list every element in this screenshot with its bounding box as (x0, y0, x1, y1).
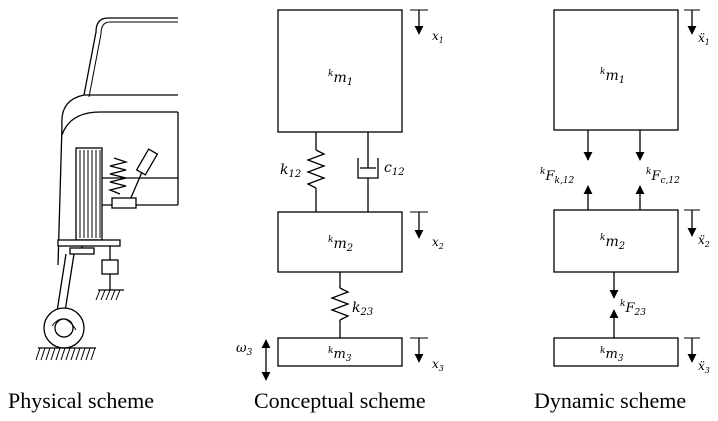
dyn-mass-m2-label: km2 (600, 233, 625, 252)
label-a3: ẍ3 (698, 359, 710, 375)
label-k12: k12 (280, 162, 301, 180)
dynamic-scheme: km1 kFk,12 kFc,12 km2 kF23 km3 (534, 9, 710, 413)
tire-hatching (79, 150, 101, 238)
arrow-a1 (684, 9, 700, 35)
mass-m1-box (277, 9, 403, 133)
dyn-mass-m2-box (553, 209, 679, 273)
arrow-x2 (410, 211, 428, 239)
arrow-a3 (684, 337, 700, 363)
label-a1: ẍ1 (698, 31, 710, 47)
axle-beam (57, 239, 121, 247)
arrow-x1 (410, 9, 428, 35)
dyn-mass-m1-label: km1 (600, 67, 625, 86)
seat-ground-hatch (95, 289, 121, 301)
shock-mount (111, 197, 137, 209)
car-body-outline (57, 17, 178, 266)
label-omega3: ω3 (236, 341, 253, 358)
label-x3: x3 (432, 357, 444, 373)
shock-absorber (135, 148, 159, 176)
label-c12: c12 (384, 160, 405, 178)
car-body-inner (88, 21, 178, 98)
dyn-mass-m3-label: km3 (600, 346, 624, 364)
mass-m1-label: km1 (328, 69, 353, 88)
physical-scheme: Physical scheme (8, 17, 179, 413)
road-rod (55, 253, 67, 319)
seat-mass (101, 259, 119, 275)
conceptual-scheme: km1 k12 c12 km2 k23 km3 (236, 9, 444, 413)
mass-m3-label: km3 (328, 346, 352, 364)
mass-m3-box (277, 337, 403, 367)
mass-m2-box (277, 211, 403, 273)
car-fender (61, 111, 178, 136)
label-x1: x1 (432, 29, 444, 45)
caption-dynamic: Dynamic scheme (534, 388, 686, 413)
spring-k23 (330, 287, 350, 321)
arrow-a2 (684, 209, 700, 237)
road-rod-2 (63, 253, 75, 319)
mass-m2-label: km2 (328, 235, 353, 254)
dyn-mass-m3-box (553, 337, 679, 367)
label-fk12: kFk,12 (540, 167, 575, 186)
caption-conceptual: Conceptual scheme (254, 388, 426, 413)
axle-hub (69, 247, 95, 255)
dyn-mass-m1-box (553, 9, 679, 131)
label-f23: kF23 (620, 299, 646, 318)
road-ground-hatch (35, 347, 96, 361)
label-x2: x2 (432, 235, 444, 251)
road-wheel-arc (51, 318, 77, 331)
label-k23: k23 (352, 300, 373, 318)
arrow-x3 (410, 337, 428, 363)
suspension-spring (107, 157, 129, 195)
road-wheel-hub (54, 318, 74, 338)
caption-physical: Physical scheme (8, 388, 154, 413)
shock-rod (129, 171, 143, 201)
label-a2: ẍ2 (698, 233, 710, 249)
spring-k12 (306, 149, 326, 189)
label-fc12: kFc,12 (646, 167, 680, 186)
